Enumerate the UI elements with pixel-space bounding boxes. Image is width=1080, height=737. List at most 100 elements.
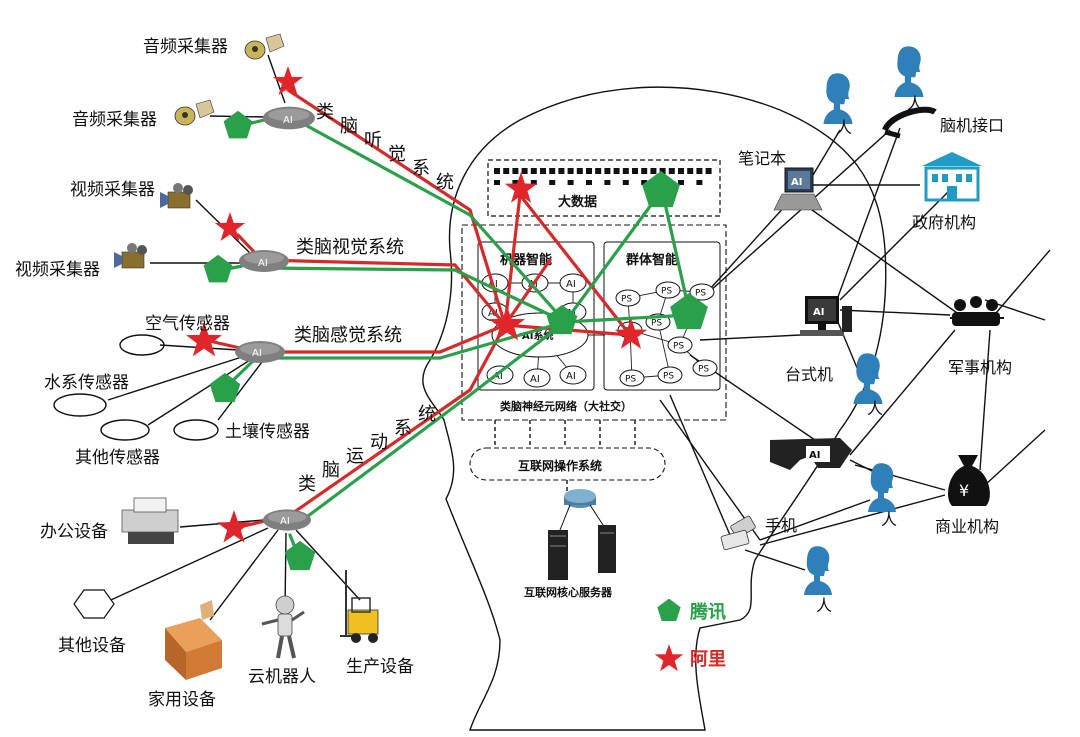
svg-text:AI: AI	[566, 371, 576, 382]
desktop-label: 台式机	[785, 365, 833, 384]
business-label: 商业机构	[935, 517, 999, 536]
swarm-intelligence-label: 群体智能	[626, 252, 678, 268]
other-sensor-label: 其他传感器	[75, 448, 160, 468]
big-data-block	[494, 180, 500, 185]
svg-text:AI: AI	[488, 308, 498, 319]
legend: 腾讯 阿里	[654, 598, 726, 672]
person-label: 人	[907, 94, 923, 113]
ps-node: PS	[619, 369, 645, 387]
ps-node: PS	[655, 281, 681, 299]
neuron-network-label: 类脑神经元网络（大社交）	[500, 399, 632, 413]
label-char: 统	[418, 404, 436, 425]
big-data-block	[696, 180, 703, 185]
svg-text:AI: AI	[252, 348, 262, 359]
money-bag-icon: ¥	[948, 455, 990, 506]
big-data-block	[503, 168, 510, 174]
svg-text:AI: AI	[530, 374, 540, 385]
core-servers-label: 互联网核心服务器	[524, 585, 613, 599]
svg-text:PS: PS	[663, 372, 674, 382]
label-char: 统	[436, 172, 454, 193]
other-device-icon	[73, 589, 115, 619]
brain-visual-system-label: 类脑视觉系统	[296, 237, 404, 258]
bci-label: 脑机接口	[940, 116, 1004, 135]
military-icon	[950, 296, 1004, 326]
soil-sensor-label: 土壤传感器	[225, 421, 310, 442]
svg-text:PS: PS	[695, 289, 706, 299]
ps-node: PS	[692, 359, 718, 377]
big-data-block	[549, 180, 556, 185]
big-data-block	[668, 168, 675, 174]
label-char: 类	[316, 102, 334, 123]
big-data-block	[604, 180, 611, 185]
other-equipment-label: 其他设备	[58, 636, 126, 656]
microphone-icon	[244, 33, 285, 60]
big-data-block	[567, 180, 574, 185]
svg-text:PS: PS	[673, 342, 684, 352]
desktop-ai-text: AI	[813, 307, 824, 318]
outer-network-box	[461, 224, 727, 421]
big-data-block	[512, 168, 519, 174]
water-sensor-label: 水系传感器	[44, 373, 129, 393]
head-outline	[422, 86, 887, 731]
label-char: 动	[370, 432, 388, 453]
ai-node: AI	[559, 273, 587, 293]
ai-node: AI	[559, 365, 587, 385]
robot-icon	[261, 595, 305, 659]
machine-intelligence-box	[477, 241, 595, 391]
big-data-label: 大数据	[558, 194, 597, 210]
forklift-icon	[340, 570, 379, 643]
big-data-block	[632, 168, 638, 174]
ai-node: AI	[486, 365, 514, 385]
legend-alibaba-label: 阿里	[690, 649, 726, 670]
person-label: 人	[836, 118, 852, 137]
person-label: 人	[881, 510, 897, 529]
phone-label: 手机	[765, 516, 797, 535]
air-sensor-icon	[119, 334, 165, 356]
swarm-intelligence-box	[603, 241, 721, 391]
big-data-block	[586, 168, 592, 174]
svg-text:PS: PS	[698, 365, 709, 375]
svg-text:PS: PS	[621, 295, 632, 305]
production-equipment-label: 生产设备	[346, 657, 414, 677]
big-data-block	[576, 168, 583, 174]
notebook-label: 笔记本	[738, 149, 786, 168]
big-data-block	[540, 168, 546, 174]
big-data-block	[530, 168, 537, 174]
ps-node: PS	[615, 289, 641, 307]
big-data-block	[512, 180, 519, 185]
big-data-block	[613, 168, 620, 174]
svg-text:AI: AI	[493, 371, 503, 382]
audio-collector-label-2: 音频采集器	[72, 110, 157, 130]
ai-hub-visual: AI	[239, 250, 289, 272]
office-equipment-label: 办公设备	[40, 522, 108, 542]
ps-node: PS	[689, 283, 715, 301]
big-data-block	[687, 168, 694, 174]
internet-os-label: 互联网操作系统	[518, 458, 602, 473]
label-char: 系	[394, 418, 412, 439]
label-char: 听	[364, 130, 382, 151]
internet-os-box	[469, 447, 666, 481]
laptop-ai-text: AI	[791, 177, 802, 188]
laptop-icon	[773, 167, 823, 211]
ai-hub-auditory: AI	[263, 106, 315, 130]
big-data-block	[604, 168, 611, 174]
home-equipment-label: 家用设备	[148, 690, 216, 710]
soil-sensor-icon	[173, 419, 219, 441]
svg-text:AI: AI	[258, 258, 268, 269]
phone-icon	[720, 515, 756, 551]
ps-node: PS	[667, 336, 693, 354]
glasses-ai-text: AI	[809, 450, 820, 461]
audio-collector-label-1: 音频采集器	[143, 37, 228, 57]
camera-icon	[160, 183, 193, 209]
person-icon	[853, 353, 883, 404]
svg-text:AI: AI	[280, 516, 290, 527]
label-char: 运	[346, 446, 364, 467]
person-icon	[894, 46, 924, 97]
os-connectors	[494, 420, 636, 495]
big-data-block	[521, 168, 528, 174]
big-data-block	[595, 168, 602, 174]
other-sensor-icon	[100, 419, 150, 441]
big-data-block	[622, 168, 629, 174]
